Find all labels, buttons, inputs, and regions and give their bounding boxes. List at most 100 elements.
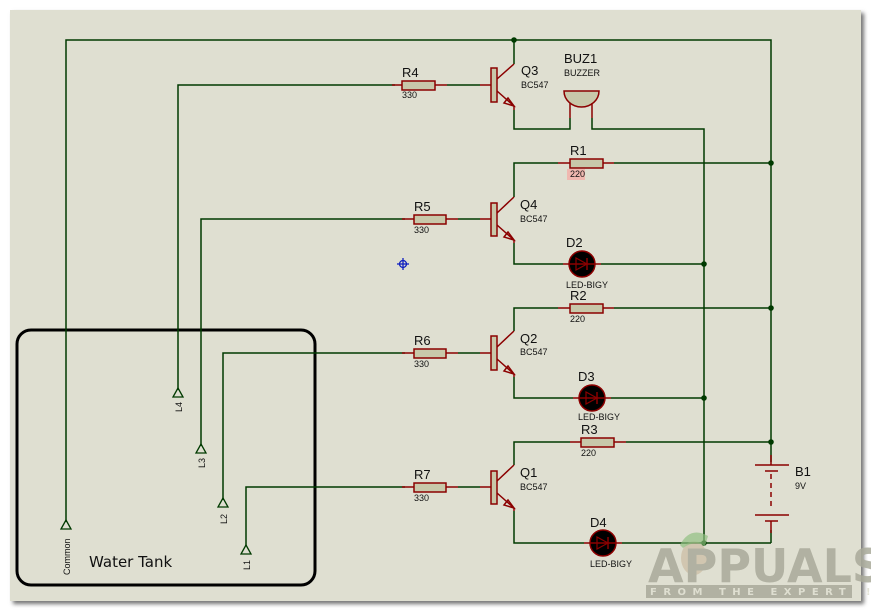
diode-icon: [585, 390, 599, 406]
buzzer-buz1[interactable]: BUZ1 BUZZER: [563, 51, 601, 118]
component-value: 330: [414, 359, 429, 369]
component-ref: R4: [402, 65, 419, 80]
junction: [701, 395, 707, 401]
connector-l2[interactable]: L2: [216, 496, 230, 524]
component-ref: D4: [590, 515, 607, 530]
resistor-r6[interactable]: R6 330: [402, 333, 458, 369]
resistor-body: [413, 214, 447, 225]
wire-l3: [200, 218, 405, 446]
component-value: BC547: [521, 80, 549, 90]
transistor-base: [490, 335, 498, 371]
component-value: BC547: [520, 347, 548, 357]
resistor-r7[interactable]: R7 330: [402, 467, 458, 503]
terminal-icon: [59, 518, 73, 530]
resistor-body: [413, 348, 447, 359]
wire-l2: [222, 352, 405, 500]
component-ref: Q2: [520, 331, 537, 346]
schematic-canvas[interactable]: [10, 10, 861, 601]
terminal-icon: [216, 496, 230, 508]
component-value: 220: [581, 448, 596, 458]
watermark-tagline: FROM THE EXPERTS!: [650, 587, 871, 598]
junction: [768, 160, 774, 166]
resistor-body: [413, 482, 447, 493]
component-ref: D3: [578, 369, 595, 384]
water-tank-label: Water Tank: [89, 553, 172, 571]
battery-b1[interactable]: B1 9V: [755, 455, 811, 533]
junction: [511, 37, 517, 43]
wire-common-bus: [65, 39, 772, 522]
component-ref: Q1: [520, 465, 537, 480]
connector-label: L4: [174, 402, 184, 412]
junctions: [511, 37, 774, 546]
watermark: APPUALS FROM THE EXPERTS!: [646, 532, 871, 598]
transistor-base: [490, 202, 498, 237]
connector-l1[interactable]: L1: [239, 543, 253, 570]
emitter-arrow-icon: [502, 498, 516, 510]
resistor-r2[interactable]: R2 220: [558, 288, 614, 324]
component-value: LED-BIGY: [578, 412, 620, 422]
component-ref: B1: [795, 464, 811, 479]
connector-label: Common: [62, 538, 72, 575]
crosshair-cursor-icon: [397, 258, 409, 270]
connector-l3[interactable]: L3: [194, 442, 208, 468]
component-ref: R6: [414, 333, 431, 348]
resistor-body: [569, 303, 604, 314]
component-ref: Q3: [521, 63, 538, 78]
component-ref: R7: [414, 467, 431, 482]
resistor-body: [569, 158, 604, 169]
resistor-r1[interactable]: R1 220: [558, 143, 614, 180]
watermark-brand: APPUALS: [648, 539, 871, 593]
wire-l4: [177, 84, 395, 390]
transistor-q2[interactable]: Q2 BC547: [480, 330, 548, 377]
resistor-r4[interactable]: R4 330: [392, 65, 447, 100]
component-ref: D2: [566, 235, 583, 250]
connector-common[interactable]: Common: [59, 518, 73, 575]
transistor-q1[interactable]: Q1 BC547: [480, 464, 548, 511]
diode-icon: [596, 535, 610, 551]
emitter-arrow-icon: [502, 230, 516, 242]
water-tank-enclosure: [15, 328, 317, 587]
led-d4[interactable]: D4 LED-BIGY: [584, 515, 632, 569]
terminal-icon: [239, 543, 253, 555]
transistor-q4[interactable]: Q4 BC547: [480, 196, 548, 243]
resistor-r3[interactable]: R3 220: [570, 422, 626, 458]
connector-label: L2: [219, 514, 229, 524]
component-value: 220: [570, 314, 585, 324]
resistor-body: [401, 80, 436, 91]
transistor-base: [490, 470, 498, 505]
component-ref: BUZ1: [564, 51, 597, 66]
component-ref: R2: [570, 288, 587, 303]
component-value: 9V: [795, 481, 806, 491]
wire-l1: [245, 486, 405, 546]
component-ref: R3: [581, 422, 598, 437]
component-value: BC547: [520, 214, 548, 224]
mascot-icon: [680, 532, 708, 575]
component-ref: R5: [414, 199, 431, 214]
component-ref: R1: [570, 143, 587, 158]
connector-label: L1: [242, 560, 252, 570]
led-d2[interactable]: D2 LED-BIGY: [563, 235, 608, 290]
terminal-icon: [194, 442, 208, 454]
led-d3[interactable]: D3 LED-BIGY: [573, 369, 620, 422]
component-value: 330: [414, 225, 429, 235]
emitter-arrow-icon: [502, 364, 516, 376]
component-value: BUZZER: [564, 68, 601, 78]
emitter-arrow-icon: [502, 96, 516, 108]
component-ref: Q4: [520, 197, 537, 212]
diode-icon: [575, 256, 589, 272]
component-value: LED-BIGY: [590, 559, 632, 569]
watermark-band: [646, 585, 852, 598]
junction: [701, 261, 707, 267]
connector-l4[interactable]: L4: [171, 386, 185, 412]
wires: [65, 39, 772, 546]
transistor-q3[interactable]: Q3 BC547: [480, 63, 549, 110]
terminal-icon: [171, 386, 185, 398]
buzzer-icon: [563, 90, 600, 108]
component-value: 330: [402, 90, 417, 100]
resistor-body: [580, 437, 615, 448]
value-highlight: [567, 169, 585, 180]
resistor-r5[interactable]: R5 330: [402, 199, 458, 235]
connector-label: L3: [197, 458, 207, 468]
component-value: 330: [414, 493, 429, 503]
